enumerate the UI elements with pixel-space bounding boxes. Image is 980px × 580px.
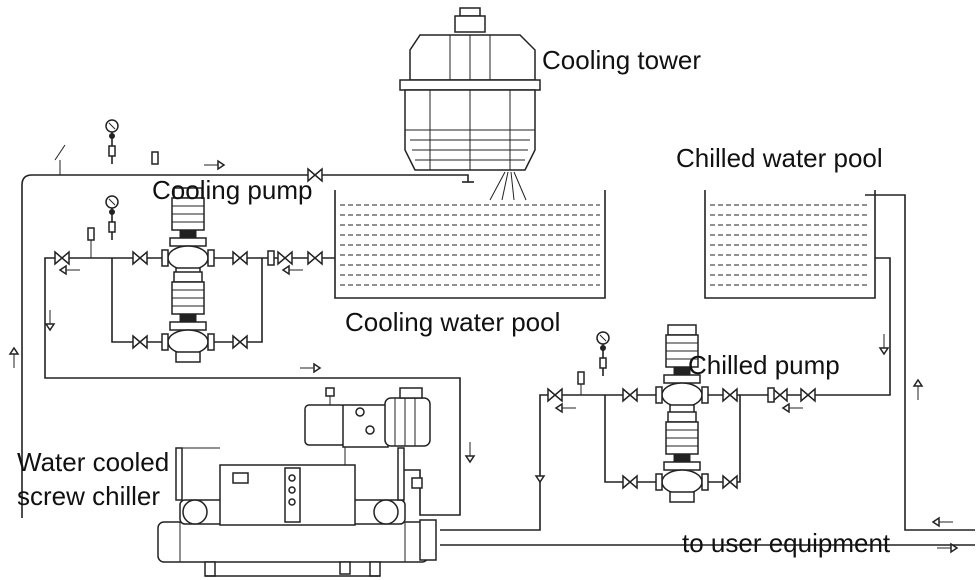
cooling-tower: [399, 7, 541, 201]
cooling-pump-lower: [161, 271, 215, 363]
chiller-label-line2: screw chiller: [17, 481, 160, 511]
cooling-circuit-valves: [54, 168, 323, 349]
to-user-equipment-label: to user equipment: [682, 528, 891, 558]
cooling-water-pool-label: Cooling water pool: [345, 307, 560, 337]
chilled-circuit-valves: [547, 387, 816, 489]
cooling-circuit-gauges: [105, 119, 119, 241]
cooling-tower-label: Cooling tower: [542, 45, 701, 75]
chilled-circuit-pipes: [440, 194, 975, 546]
chilled-circuit-gauges: [596, 331, 610, 377]
cooling-pump-label: Cooling pump: [152, 175, 312, 205]
chilled-water-pool-label: Chilled water pool: [676, 143, 883, 173]
chilled-pump-lower: [655, 411, 709, 503]
chilled-water-pool: [704, 190, 876, 299]
cooling-water-pool: [334, 190, 606, 299]
chilled-pump-label: Chilled pump: [688, 350, 840, 380]
water-cooled-screw-chiller: [157, 387, 440, 577]
chiller-label-line1: Water cooled: [17, 447, 169, 477]
